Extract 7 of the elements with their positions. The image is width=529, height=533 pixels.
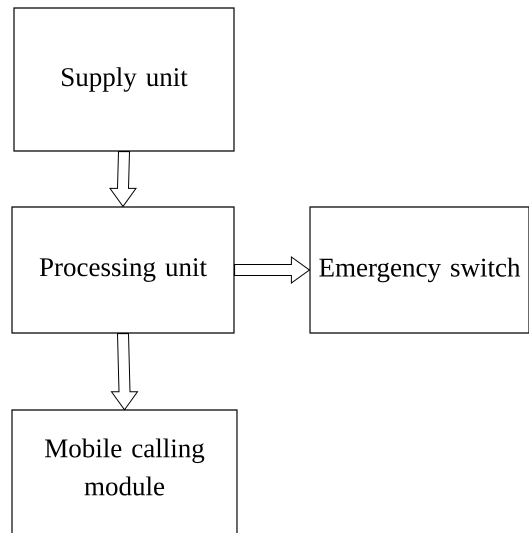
unit-box: Processing unit xyxy=(11,206,235,334)
hollow-arrow xyxy=(234,256,310,284)
unit-box: Supply unit xyxy=(13,7,235,152)
hollow-arrow xyxy=(109,151,137,208)
unit-box: Emergency switch xyxy=(309,206,529,334)
hollow-arrow xyxy=(110,333,138,411)
module-box: Mobile calling module xyxy=(11,409,238,533)
